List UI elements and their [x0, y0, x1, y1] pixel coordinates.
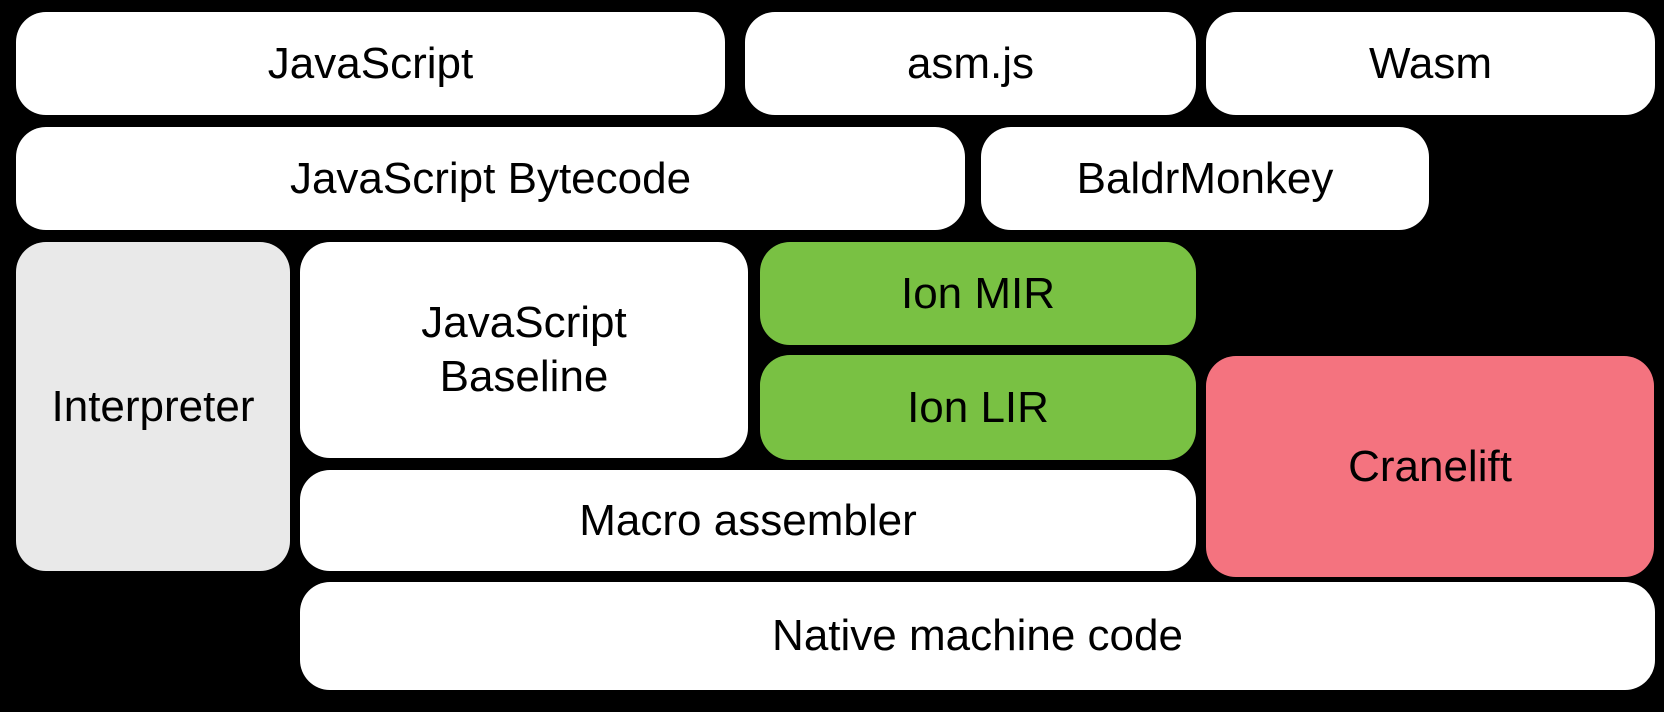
javascript-bytecode-label: JavaScript Bytecode	[289, 153, 692, 203]
ion-lir-box: Ion LIR	[760, 355, 1196, 460]
native-machine-code-box: Native machine code	[300, 582, 1655, 690]
ion-lir-label: Ion LIR	[907, 382, 1049, 432]
javascript-bytecode-box: JavaScript Bytecode	[16, 127, 965, 230]
javascript-box: JavaScript	[16, 12, 725, 115]
wasm-label: Wasm	[1368, 38, 1493, 88]
asm-js-label: asm.js	[906, 38, 1035, 88]
macro-assembler-box: Macro assembler	[300, 470, 1196, 571]
javascript-baseline-label: JavaScript Baseline	[421, 298, 627, 401]
native-machine-code-label: Native machine code	[772, 611, 1183, 661]
javascript-baseline-box: JavaScript Baseline	[300, 242, 748, 458]
interpreter-label: Interpreter	[51, 381, 255, 431]
cranelift-box: Cranelift	[1206, 356, 1654, 577]
ion-mir-label: Ion MIR	[900, 268, 1056, 318]
cranelift-label: Cranelift	[1348, 441, 1512, 491]
ion-mir-box: Ion MIR	[760, 242, 1196, 345]
interpreter-box: Interpreter	[16, 242, 290, 571]
baldrmonkey-label: BaldrMonkey	[1076, 153, 1334, 203]
asm-js-box: asm.js	[745, 12, 1196, 115]
javascript-label: JavaScript	[267, 38, 474, 88]
wasm-box: Wasm	[1206, 12, 1655, 115]
baldrmonkey-box: BaldrMonkey	[981, 127, 1429, 230]
macro-assembler-label: Macro assembler	[579, 495, 917, 545]
